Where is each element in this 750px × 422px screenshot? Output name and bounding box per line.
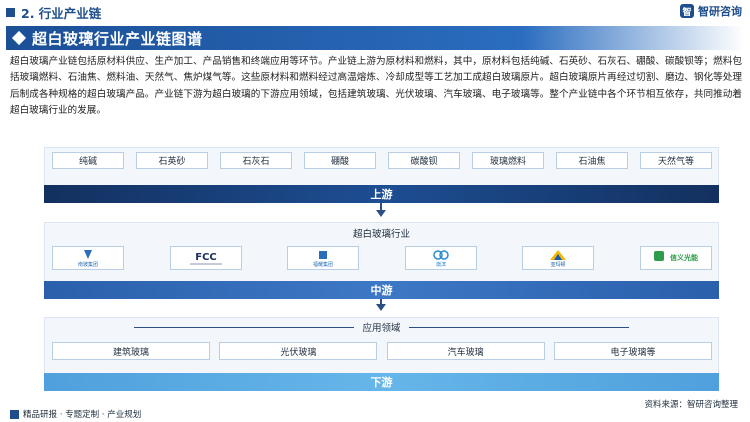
downstream-band: 下游 <box>44 373 719 391</box>
section-label: 2. 行业产业链 <box>21 6 102 21</box>
downstream-label: 应用领域 <box>362 323 401 334</box>
flow-line <box>380 203 382 211</box>
material-item: 硼酸 <box>304 152 376 169</box>
downstream-apps: 建筑玻璃 光伏玻璃 汽车玻璃 电子玻璃等 <box>52 342 712 360</box>
source-note: 资料来源：智研咨询整理 <box>644 400 738 410</box>
section-heading: 2. 行业产业链 <box>6 3 101 22</box>
intro-paragraph: 超白玻璃产业链包括原材料供应、生产加工、产品销售和终端应用等环节。产业链上游为原… <box>10 56 742 116</box>
application-item: 电子玻璃等 <box>553 342 712 360</box>
diamond-icon <box>11 30 27 46</box>
material-item: 纯碱 <box>52 152 124 169</box>
svg-text:旗滨: 旗滨 <box>436 261 446 268</box>
square-icon <box>6 8 15 17</box>
midstream-label-row: 超白玻璃行业 <box>44 226 719 240</box>
page-title: 超白玻璃行业产业链图谱 <box>32 29 203 48</box>
material-item: 玻璃燃料 <box>472 152 544 169</box>
material-item: 天然气等 <box>640 152 712 169</box>
down-arrow-icon <box>376 304 386 311</box>
midstream-band: 中游 <box>44 281 719 299</box>
application-item: 汽车玻璃 <box>386 342 545 360</box>
svg-text:信义光能: 信义光能 <box>670 253 698 262</box>
svg-text:FCC: FCC <box>195 252 217 263</box>
midstream-logos: 南玻集团 FCC 福耀集团 旗滨 亚玛顿 信义光能 <box>52 246 712 270</box>
material-item: 碳酸钡 <box>388 152 460 169</box>
company-logo-3: 福耀集团 <box>287 246 360 270</box>
svg-text:南玻集团: 南玻集团 <box>78 261 98 268</box>
upstream-band: 上游 <box>44 185 719 203</box>
footer-tagline: 精品研报 · 专题定制 · 产业规划 <box>10 408 141 420</box>
midstream-label: 超白玻璃行业 <box>352 229 410 240</box>
upstream-materials: 纯碱 石英砂 石灰石 硼酸 碳酸钡 玻璃燃料 石油焦 天然气等 <box>52 152 712 169</box>
application-item: 光伏玻璃 <box>219 342 378 360</box>
divider <box>408 326 629 328</box>
brand-name: 智研咨询 <box>698 5 742 18</box>
brand-logo-icon: 智 <box>680 4 694 18</box>
company-logo-fcc: FCC <box>169 246 242 270</box>
company-logo-4: 旗滨 <box>404 246 477 270</box>
material-item: 石油焦 <box>556 152 628 169</box>
brand: 智 智研咨询 <box>680 3 742 19</box>
divider <box>134 326 355 328</box>
title-bar: 超白玻璃行业产业链图谱 <box>6 26 744 50</box>
svg-text:福耀集团: 福耀集团 <box>313 261 333 268</box>
downstream-label-row: 应用领域 <box>44 320 719 334</box>
down-arrow-icon <box>376 210 386 217</box>
flow-line <box>380 299 382 305</box>
square-icon <box>10 409 19 419</box>
svg-text:亚玛顿: 亚玛顿 <box>551 261 566 268</box>
company-logo-1: 南玻集团 <box>52 246 124 270</box>
company-logo-5: 亚玛顿 <box>522 246 595 270</box>
application-item: 建筑玻璃 <box>52 342 210 360</box>
material-item: 石灰石 <box>220 152 292 169</box>
material-item: 石英砂 <box>136 152 208 169</box>
top-bar: 2. 行业产业链 智 智研咨询 <box>0 0 750 24</box>
footer-text: 精品研报 · 专题定制 · 产业规划 <box>23 410 142 420</box>
company-logo-6: 信义光能 <box>639 246 712 270</box>
